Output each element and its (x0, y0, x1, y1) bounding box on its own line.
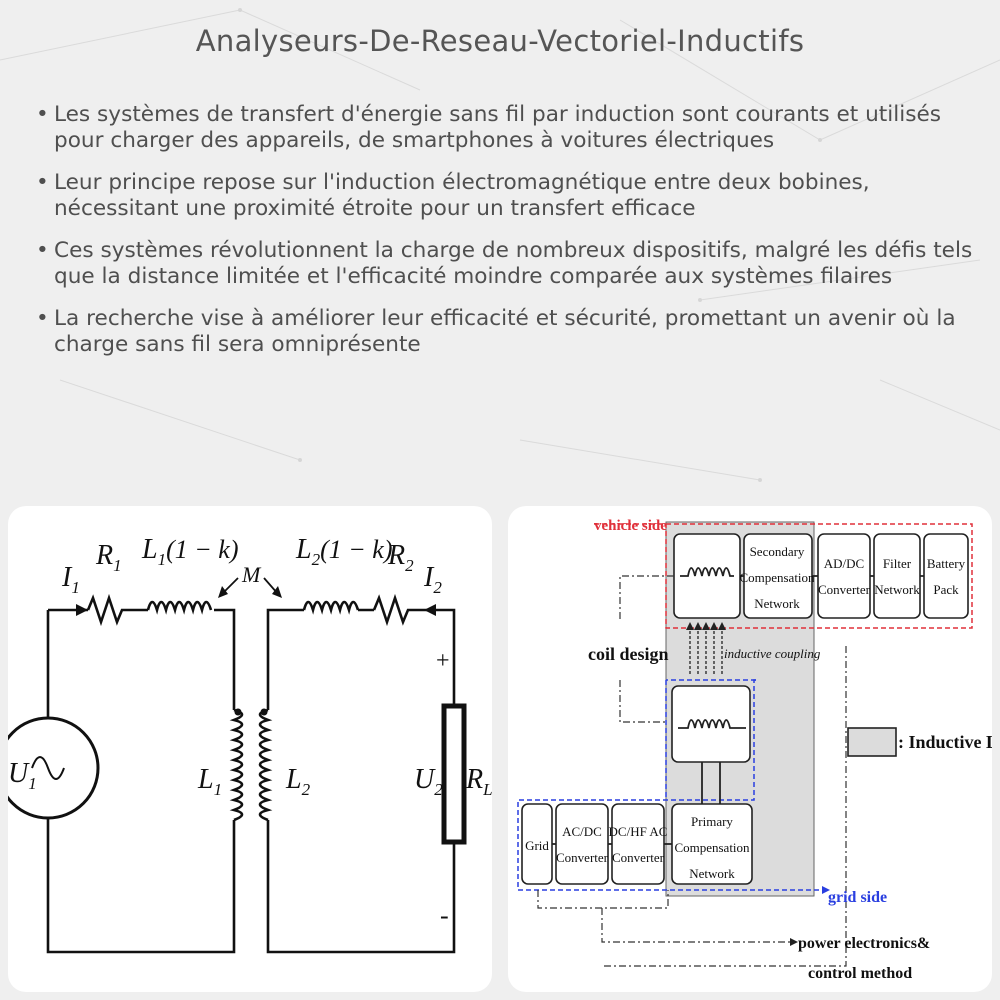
coil-l2 (258, 708, 273, 822)
filter-line-1: Filter (883, 556, 912, 571)
vehicle-side-boundary (665, 523, 973, 629)
label-r1: R1 (95, 540, 122, 575)
block-diagram-card: Secondary Compensation Network AD/DC Con… (508, 506, 992, 992)
primary-line-1: Primary (691, 814, 733, 829)
bullet-dot: • (36, 238, 49, 263)
bullet-item: •Leur principe repose sur l'induction él… (34, 170, 974, 222)
label-plus: + (436, 648, 450, 674)
coupling-arrows (689, 626, 723, 674)
current-arrow-i1 (76, 604, 88, 616)
bullet-item: •Les systèmes de transfert d'énergie san… (34, 102, 974, 154)
label-m: M (241, 562, 262, 587)
inductor-l2k (302, 600, 360, 615)
label-l1k: L1(1 − k) (141, 534, 238, 569)
bullet-list: •Les systèmes de transfert d'énergie san… (34, 102, 974, 374)
label-minus: - (440, 901, 449, 930)
bullet-dot: • (36, 306, 49, 331)
primary-line-2: Compensation (674, 840, 750, 855)
dot-l2 (260, 708, 268, 716)
label-l1: L1 (197, 764, 222, 799)
battery-line-2: Pack (933, 582, 959, 597)
legend-swatch (847, 727, 897, 757)
circuit-diagram-card: I1 R1 L1(1 − k) M L2(1 − k) R2 I2 U1 L1 … (8, 506, 492, 992)
label-l2k: L2(1 − k) (295, 534, 392, 569)
vehicle-side-label: vehicle side (594, 518, 667, 534)
bullet-text: Leur principe repose sur l'induction éle… (54, 170, 870, 221)
background-pattern (0, 8, 1000, 482)
legend-label: : Inductive Link (898, 732, 992, 752)
dc-hf-line-1: DC/HF AC (609, 824, 668, 839)
primary-line-3: Network (689, 866, 735, 881)
primary-coil-icon (678, 719, 746, 729)
coil-design-line-bottom (619, 680, 668, 723)
coil-l1 (229, 708, 244, 822)
bullet-dot: • (36, 102, 49, 127)
block-diagram: Secondary Compensation Network AD/DC Con… (517, 518, 992, 982)
dc-hf-converter-block (611, 803, 665, 885)
page-title: Analyseurs-De-Reseau-Vectoriel-Inductifs (195, 24, 805, 58)
label-r2: R2 (387, 540, 414, 575)
ad-dc-line-2: Converter (818, 582, 871, 597)
grid-side-label: grid side (828, 889, 887, 906)
bullet-dot: • (36, 170, 49, 195)
control-line (604, 646, 847, 967)
ad-dc-line-1: AD/DC (824, 556, 864, 571)
grid-label: Grid (525, 838, 549, 853)
bullet-text: Les systèmes de transfert d'énergie sans… (54, 102, 942, 153)
label-i2: I2 (423, 562, 442, 597)
ac-dc-line-1: AC/DC (562, 824, 602, 839)
power-electronics-line-2: control method (808, 965, 912, 982)
secondary-line-2: Compensation (739, 570, 815, 585)
circuit-diagram: I1 R1 L1(1 − k) M L2(1 − k) R2 I2 U1 L1 … (8, 534, 492, 954)
inductor-l1k (146, 600, 213, 615)
ac-dc-line-2: Converter (556, 850, 609, 865)
ad-dc-converter-block (817, 533, 871, 619)
label-u1: U1 (8, 758, 37, 793)
resistor-r1 (86, 593, 126, 627)
inductive-coupling-label: inductive coupling (724, 646, 821, 661)
dot-l1 (234, 708, 242, 716)
current-arrow-i2 (424, 604, 436, 616)
coil-design-label: coil design (588, 644, 669, 664)
bullet-item: •Ces systèmes révolutionnent la charge d… (34, 238, 974, 290)
sine-icon (31, 756, 65, 780)
primary-coil-block (671, 685, 751, 763)
secondary-wire (266, 608, 456, 954)
bullet-text: La recherche vise à améliorer leur effic… (54, 306, 956, 357)
label-i1: I1 (61, 562, 80, 597)
bullet-text: Ces systèmes révolutionnent la charge de… (54, 238, 973, 289)
label-u2: U2 (414, 764, 443, 799)
resistor-r2 (372, 593, 416, 627)
load-resistor (441, 703, 467, 845)
primary-wire (46, 608, 236, 954)
bullet-item: •La recherche vise à améliorer leur effi… (34, 306, 974, 358)
filter-network-block (873, 533, 921, 619)
ac-dc-converter-block (555, 803, 609, 885)
power-electronics-line-1: power electronics& (798, 935, 930, 952)
secondary-coil-icon (680, 567, 734, 577)
dc-hf-line-2: Converter (612, 850, 665, 865)
filter-line-2: Network (874, 582, 920, 597)
ac-source (8, 716, 100, 820)
coil-design-line-top (619, 575, 674, 620)
battery-pack-block (923, 533, 969, 619)
battery-line-1: Battery (927, 556, 966, 571)
label-l2: L2 (285, 764, 311, 799)
label-rl: RL (465, 764, 492, 799)
secondary-line-1: Secondary (750, 544, 805, 559)
secondary-line-3: Network (754, 596, 800, 611)
